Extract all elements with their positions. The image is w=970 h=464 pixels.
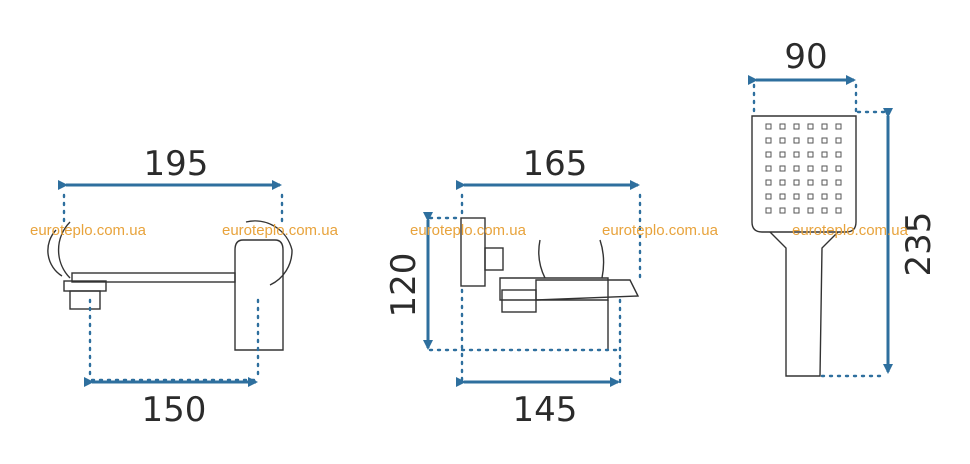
nozzle-square bbox=[821, 193, 828, 200]
nozzle-square bbox=[807, 123, 814, 130]
dim-label-150: 150 bbox=[142, 390, 207, 430]
spout-aerator bbox=[69, 290, 101, 310]
nozzle-square bbox=[835, 123, 842, 130]
spout-front-view: 195 150 bbox=[47, 144, 293, 430]
watermark-1: euroteplo.com.ua bbox=[30, 222, 147, 239]
nozzle-square bbox=[807, 151, 814, 158]
watermarks: euroteplo.com.ua euroteplo.com.ua eurote… bbox=[30, 222, 909, 239]
nozzle-square bbox=[779, 151, 786, 158]
nozzle-square bbox=[821, 151, 828, 158]
nozzle-square bbox=[835, 151, 842, 158]
nozzle-square bbox=[765, 207, 772, 214]
nozzle-square bbox=[765, 137, 772, 144]
nozzle-grid bbox=[765, 123, 842, 214]
nozzle-square bbox=[821, 137, 828, 144]
nozzle-square bbox=[793, 151, 800, 158]
nozzle-square bbox=[807, 207, 814, 214]
nozzle-square bbox=[779, 207, 786, 214]
dim-label-120: 120 bbox=[384, 253, 424, 318]
mixer-side-view: 165 120 145 bbox=[384, 144, 642, 430]
nozzle-square bbox=[835, 207, 842, 214]
nozzle-square bbox=[835, 165, 842, 172]
knob-left-edge bbox=[538, 239, 546, 279]
watermark-5: euroteplo.com.ua bbox=[792, 222, 909, 239]
nozzle-square bbox=[765, 165, 772, 172]
mixer-body bbox=[234, 239, 284, 351]
left-flange-inner bbox=[47, 229, 63, 277]
hand-shower-view: 90 235 bbox=[748, 37, 939, 378]
nozzle-square bbox=[821, 179, 828, 186]
nozzle-square bbox=[807, 165, 814, 172]
dim-label-235: 235 bbox=[899, 212, 939, 277]
nozzle-square bbox=[779, 123, 786, 130]
nozzle-square bbox=[793, 165, 800, 172]
nozzle-square bbox=[821, 123, 828, 130]
watermark-2: euroteplo.com.ua bbox=[222, 222, 339, 239]
nozzle-square bbox=[821, 207, 828, 214]
dim-label-195: 195 bbox=[144, 144, 209, 184]
shower-handle bbox=[769, 231, 839, 377]
nozzle-square bbox=[793, 193, 800, 200]
nozzle-square bbox=[793, 207, 800, 214]
nozzle-square bbox=[835, 179, 842, 186]
nozzle-square bbox=[835, 193, 842, 200]
nozzle-square bbox=[807, 137, 814, 144]
connector bbox=[484, 247, 504, 271]
knob-right-edge bbox=[599, 239, 605, 279]
nozzle-square bbox=[821, 165, 828, 172]
dim-label-145: 145 bbox=[513, 390, 578, 430]
side-lever bbox=[535, 279, 640, 301]
nozzle-square bbox=[807, 179, 814, 186]
nozzle-square bbox=[765, 179, 772, 186]
nozzle-square bbox=[765, 123, 772, 130]
nozzle-square bbox=[765, 193, 772, 200]
nozzle-square bbox=[779, 179, 786, 186]
nozzle-square bbox=[793, 137, 800, 144]
nozzle-square bbox=[779, 137, 786, 144]
watermark-3: euroteplo.com.ua bbox=[410, 222, 527, 239]
right-flange-outline bbox=[245, 220, 293, 286]
nozzle-square bbox=[807, 193, 814, 200]
nozzle-square bbox=[779, 165, 786, 172]
side-body bbox=[499, 277, 609, 301]
nozzle-square bbox=[779, 193, 786, 200]
nozzle-square bbox=[765, 151, 772, 158]
dim-label-165: 165 bbox=[523, 144, 588, 184]
shower-head bbox=[751, 115, 857, 233]
dim-label-90: 90 bbox=[784, 37, 827, 77]
nozzle-square bbox=[793, 179, 800, 186]
side-cartridge bbox=[501, 289, 537, 313]
nozzle-square bbox=[793, 123, 800, 130]
left-flange-outline bbox=[57, 221, 71, 279]
watermark-4: euroteplo.com.ua bbox=[602, 222, 719, 239]
nozzle-square bbox=[835, 137, 842, 144]
